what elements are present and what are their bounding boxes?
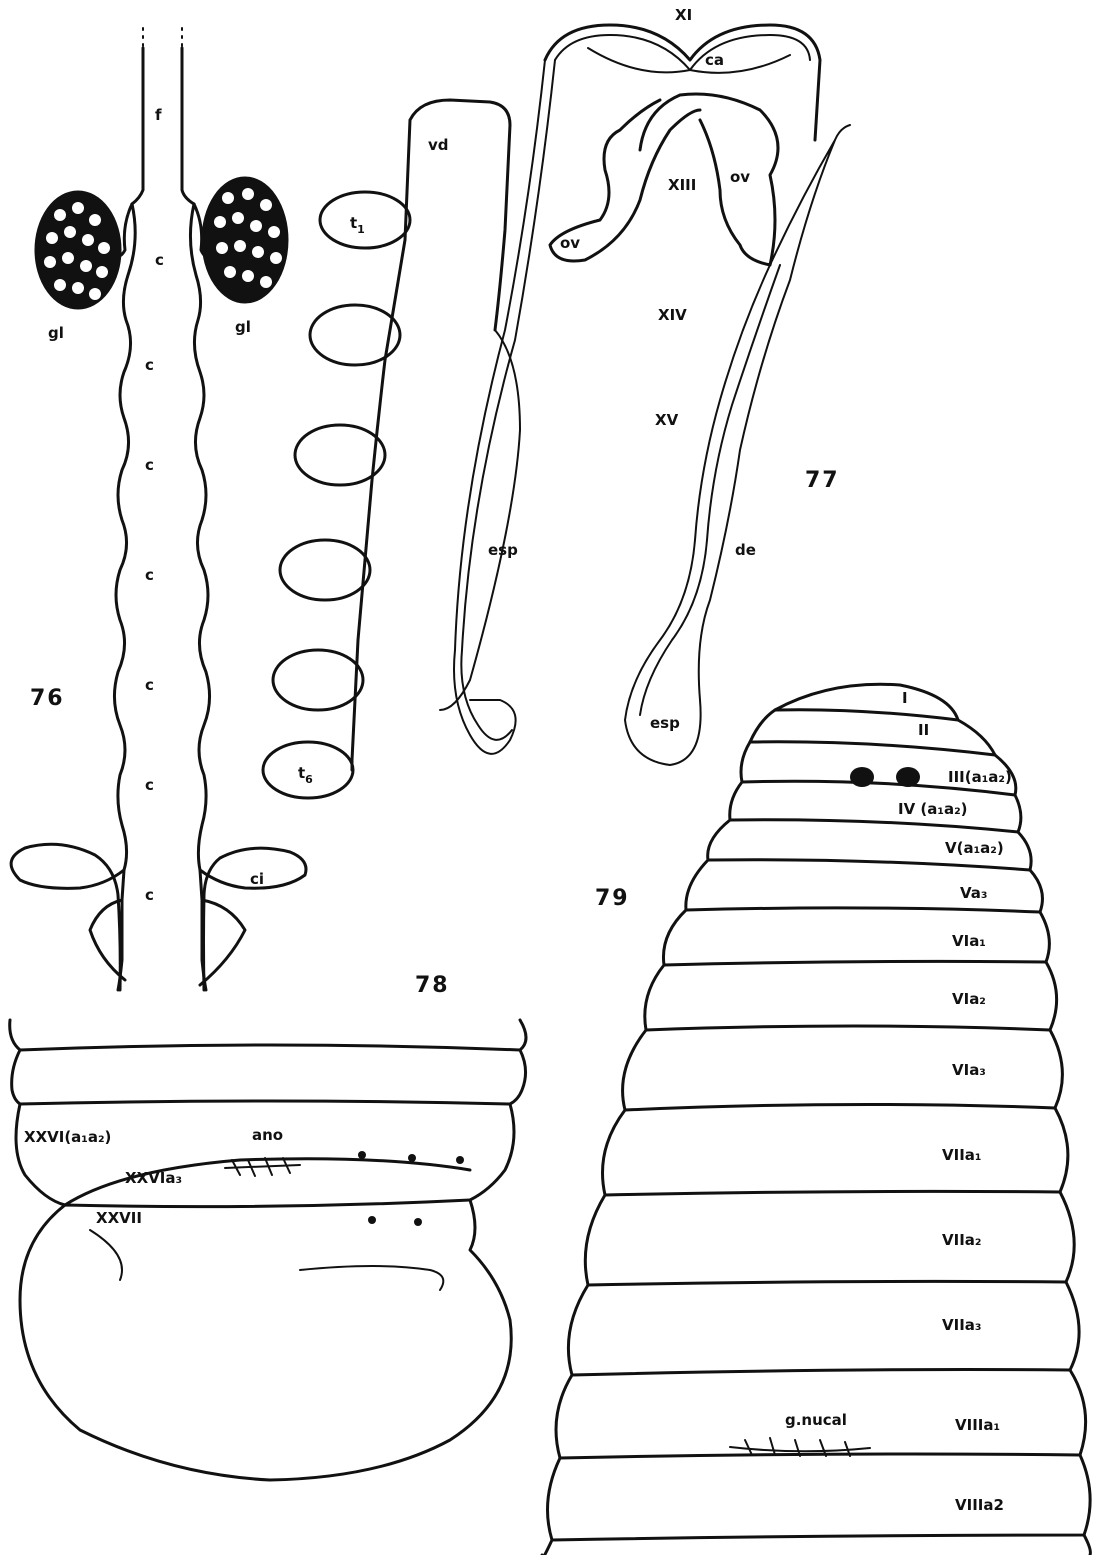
fig79-label-v: V(a₁a₂): [945, 839, 1004, 857]
fig76-label-c3: c: [145, 456, 154, 474]
fig76-label-f: f: [155, 106, 162, 124]
fig79-label-viiia1: VIIIa₁: [955, 1416, 1000, 1434]
fig78-lobe-fold-left: [90, 1230, 122, 1280]
fig79-segment-viia1: [603, 1108, 1068, 1195]
fig79-segment-via2: [645, 962, 1057, 1030]
fig79-segment-via3: [623, 1030, 1063, 1110]
figure-79-anterior-end: I II III(a₁a₂) IV (a₁a₂) V(a₁a₂) Va₃ VIa…: [541, 684, 1090, 1555]
figure-77-reproductive-system: XI ca vd t1 t6 XIII ov ov XIV XV esp de …: [263, 6, 850, 798]
fig76-label-gl-left: gl: [48, 324, 64, 342]
fig79-label-gnucal: g.nucal: [785, 1411, 847, 1429]
fig77-duct-right-b: [640, 265, 780, 715]
fig79-segment-viia2: [585, 1192, 1074, 1285]
fig79-segment-viia3: [568, 1282, 1079, 1375]
fig76-label-gl-right: gl: [235, 318, 251, 336]
fig78-top-band: [10, 1020, 526, 1104]
fig77-label-t6: t6: [298, 764, 313, 786]
fig77-testis-1: [320, 192, 410, 248]
fig77-label-xi: XI: [675, 6, 692, 24]
fig77-label-ov-left: ov: [560, 234, 580, 252]
fig77-label-xiii: XIII: [668, 176, 696, 194]
fig76-top-dots: [143, 28, 182, 48]
fig76-pharynx-wall-right: [182, 48, 194, 204]
fig77-label-t1: t1: [350, 214, 365, 236]
fig79-nuchal-gland: [730, 1438, 870, 1456]
fig76-pharynx-wall-left: [132, 48, 143, 204]
fig78-lobe-fold-right: [300, 1266, 443, 1290]
fig79-label-iv: IV (a₁a₂): [898, 800, 968, 818]
fig79-label-viia3: VIIa₃: [942, 1316, 981, 1334]
fig76-label-c6: c: [145, 776, 154, 794]
fig78-label-xxvi-a3: XXVIa₃: [125, 1169, 182, 1187]
fig78-label-xxvi-a1a2: XXVI(a₁a₂): [24, 1128, 111, 1146]
fig79-segment-via1: [663, 910, 1049, 965]
fig77-duct-left-c: [440, 330, 520, 710]
fig79-eye-left: [850, 767, 874, 787]
fig79-label-viia1: VIIa₁: [942, 1146, 981, 1164]
figure-76-digestive-tract: f c c c c c c c gl gl ci 76: [11, 28, 306, 990]
fig78-label-ano: ano: [252, 1126, 283, 1144]
fig77-testis-6: [263, 742, 353, 798]
fig77-duct-left-a: [454, 60, 545, 754]
fig78-terminal-lobe: [20, 1200, 511, 1480]
fig77-label-esp-right: esp: [650, 714, 680, 732]
fig76-left-caecum: [11, 844, 125, 990]
fig77-label-xv: XV: [655, 411, 679, 429]
fig77-duct-right-a: [625, 125, 850, 765]
fig79-label-i: I: [902, 689, 908, 707]
fig79-label-viiia2: VIIIa2: [955, 1496, 1004, 1514]
fig77-label-esp-left: esp: [488, 541, 518, 559]
fig76-tube-left-wall: [114, 204, 135, 990]
fig77-label-xiv: XIV: [658, 306, 687, 324]
fig77-testis-4: [280, 540, 370, 600]
fig77-label-vd: vd: [428, 136, 449, 154]
fig78-label-xxvii: XXVII: [96, 1209, 142, 1227]
figure-number-76: 76: [30, 686, 65, 711]
fig79-segment-viiia2: [548, 1455, 1091, 1540]
fig78-segment-xxvi: [16, 1104, 514, 1205]
fig77-testis-5: [273, 650, 363, 710]
fig77-label-de: de: [735, 541, 756, 559]
fig76-label-c2: c: [145, 356, 154, 374]
fig79-label-ii: II: [918, 721, 929, 739]
fig76-label-c7: c: [145, 886, 154, 904]
fig76-label-c5: c: [145, 676, 154, 694]
figure-78-posterior-end: XXVI(a₁a₂) ano XXVIa₃ XXVII 78: [10, 973, 526, 1480]
fig77-label-ov-right: ov: [730, 168, 750, 186]
fig79-label-via3: VIa₃: [952, 1061, 986, 1079]
fig76-label-ci: ci: [250, 870, 264, 888]
fig79-label-via2: VIa₂: [952, 990, 986, 1008]
fig77-chamber-xi: [545, 25, 820, 140]
fig77-vas-deferens: [352, 100, 510, 770]
figure-number-79: 79: [595, 886, 630, 911]
fig77-ovary-right: [640, 94, 778, 265]
fig79-eye-right: [896, 767, 920, 787]
fig77-label-ca: ca: [705, 51, 724, 69]
fig76-label-c1: c: [155, 251, 164, 269]
fig79-label-iii: III(a₁a₂): [948, 768, 1012, 786]
figure-number-78: 78: [415, 973, 450, 998]
figure-number-77: 77: [805, 468, 840, 493]
fig79-prostomium: [775, 684, 958, 720]
fig76-label-c4: c: [145, 566, 154, 584]
fig79-label-va3: Va₃: [960, 884, 987, 902]
fig76-tube-right-wall: [190, 204, 209, 990]
fig79-label-viia2: VIIa₂: [942, 1231, 981, 1249]
fig79-label-via1: VIa₁: [952, 932, 986, 950]
